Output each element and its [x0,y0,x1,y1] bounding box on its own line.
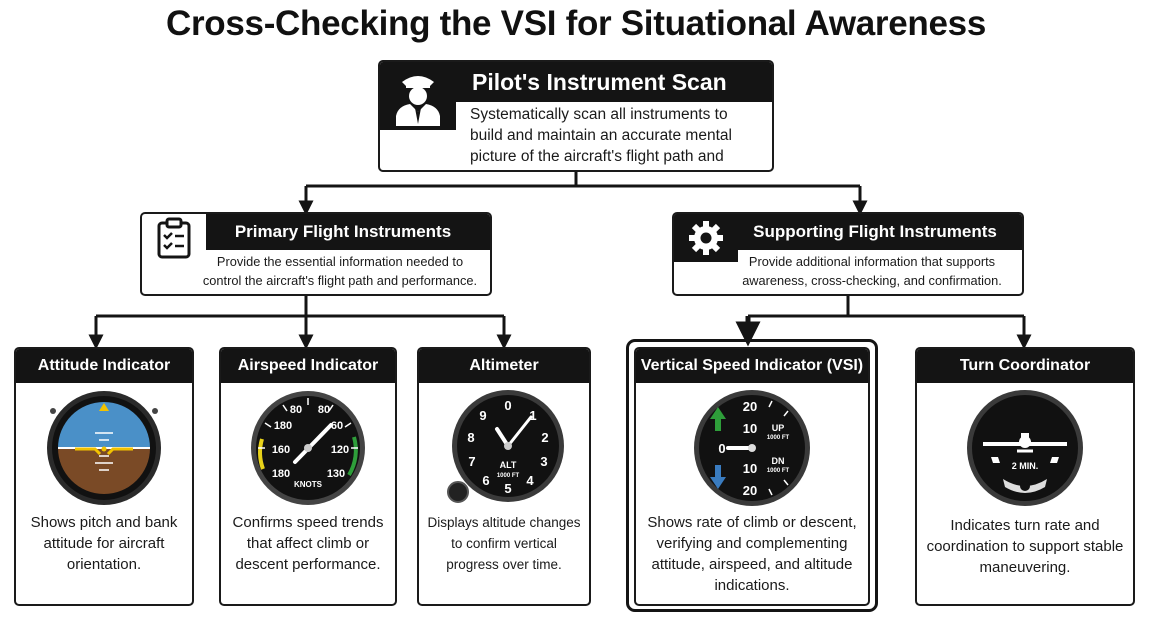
alt-dial-number: 7 [468,454,475,469]
descent-arrow-icon [710,465,726,489]
alt-dial-number: 3 [540,454,547,469]
primary-description: Provide the essential information needed… [202,254,478,288]
altimeter-card: Altimeter 0 1 2 3 4 5 6 7 8 9 ALT 1000 F… [417,347,591,606]
page-title: Cross-Checking the VSI for Situational A… [166,4,986,43]
supporting-description: Provide additional information that supp… [742,254,1002,288]
primary-connector [96,296,504,318]
pilot-icon [380,62,456,130]
alt-label: ALT [500,460,517,470]
supporting-instruments-box: Supporting Flight Instruments Provide ad… [672,212,1024,296]
alt-dial-number: 5 [504,481,511,496]
instrument-scan-box: Pilot's Instrument Scan Systematically s… [378,60,774,172]
alt-dial-number: 2 [541,430,548,445]
vsi-tick-label: 10 [743,421,757,436]
asi-tick-label: 80 [290,404,302,416]
climb-arrow-icon [710,407,726,431]
turn-coordinator-gauge: 2 MIN. [917,389,1133,507]
alt-dial-number: 0 [504,398,511,413]
airspeed-indicator-gauge: 80 80 60 180 160 120 180 130 KNOTS [221,389,395,507]
turn-coordinator-card: Turn Coordinator 2 MIN. Indicates turn r… [915,347,1135,606]
alt-dial-number: 4 [526,473,534,488]
alt-unit-label: 1000 FT [497,473,520,479]
top-connector [306,172,860,188]
attitude-indicator-gauge [16,389,192,507]
gear-icon [674,214,738,262]
vsi-tick-label: 20 [743,399,757,414]
clipboard-icon [142,214,206,262]
asi-tick-label: 180 [272,468,290,480]
vsi-gauge: 20 10 0 10 20 UP 1000 FT DN 1000 FT [636,389,868,507]
vsi-dn-unit: 1000 FT [767,468,790,474]
supporting-connector [748,296,1024,318]
attitude-heading: Attitude Indicator [16,349,192,383]
altimeter-gauge: 0 1 2 3 4 5 6 7 8 9 ALT 1000 FT [419,389,589,507]
altimeter-heading: Altimeter [419,349,589,383]
vsi-tick-label: 20 [743,483,757,498]
vsi-heading: Vertical Speed Indicator (VSI) [636,349,868,383]
asi-tick-label: 160 [272,444,290,456]
attitude-description: Shows pitch and bank attitude for aircra… [30,514,178,573]
vsi-tick-label: 10 [743,461,757,476]
vsi-dn-label: DN [772,456,785,466]
alt-dial-number: 1 [529,408,536,423]
airspeed-description: Confirms speed trends that affect climb … [232,514,384,573]
scan-heading: Pilot's Instrument Scan [456,62,772,102]
asi-tick-label: 120 [331,444,349,456]
vsi-card: Vertical Speed Indicator (VSI) 20 10 0 1… [634,347,870,606]
asi-tick-label: 180 [274,420,292,432]
vsi-tick-label: 0 [718,441,725,456]
asi-tick-label: 60 [331,420,343,432]
turn-rate-label: 2 MIN. [1012,461,1039,471]
attitude-indicator-card: Attitude Indicator Shows pitch and bank … [14,347,194,606]
asi-unit-label: KNOTS [294,480,323,489]
alt-dial-number: 9 [479,408,486,423]
airspeed-heading: Airspeed Indicator [221,349,395,383]
alt-dial-number: 6 [482,473,489,488]
asi-tick-label: 130 [327,468,345,480]
turn-description: Indicates turn rate and coordination to … [926,517,1124,576]
turn-index-mark [991,457,1059,463]
primary-instruments-box: Primary Flight Instruments Provide the e… [140,212,492,296]
vsi-highlight-outline [626,339,878,612]
asi-tick-label: 80 [318,404,330,416]
airspeed-indicator-card: Airspeed Indicator 80 80 60 180 160 120 … [219,347,397,606]
scan-description: Systematically scan all instruments to b… [470,106,732,170]
vsi-up-label: UP [772,423,785,433]
vsi-description: Shows rate of climb or descent, verifyin… [647,514,857,594]
vsi-up-unit: 1000 FT [767,435,790,441]
alt-dial-number: 8 [467,430,474,445]
turn-heading: Turn Coordinator [917,349,1133,383]
altimeter-description: Displays altitude changes to confirm ver… [427,515,581,572]
